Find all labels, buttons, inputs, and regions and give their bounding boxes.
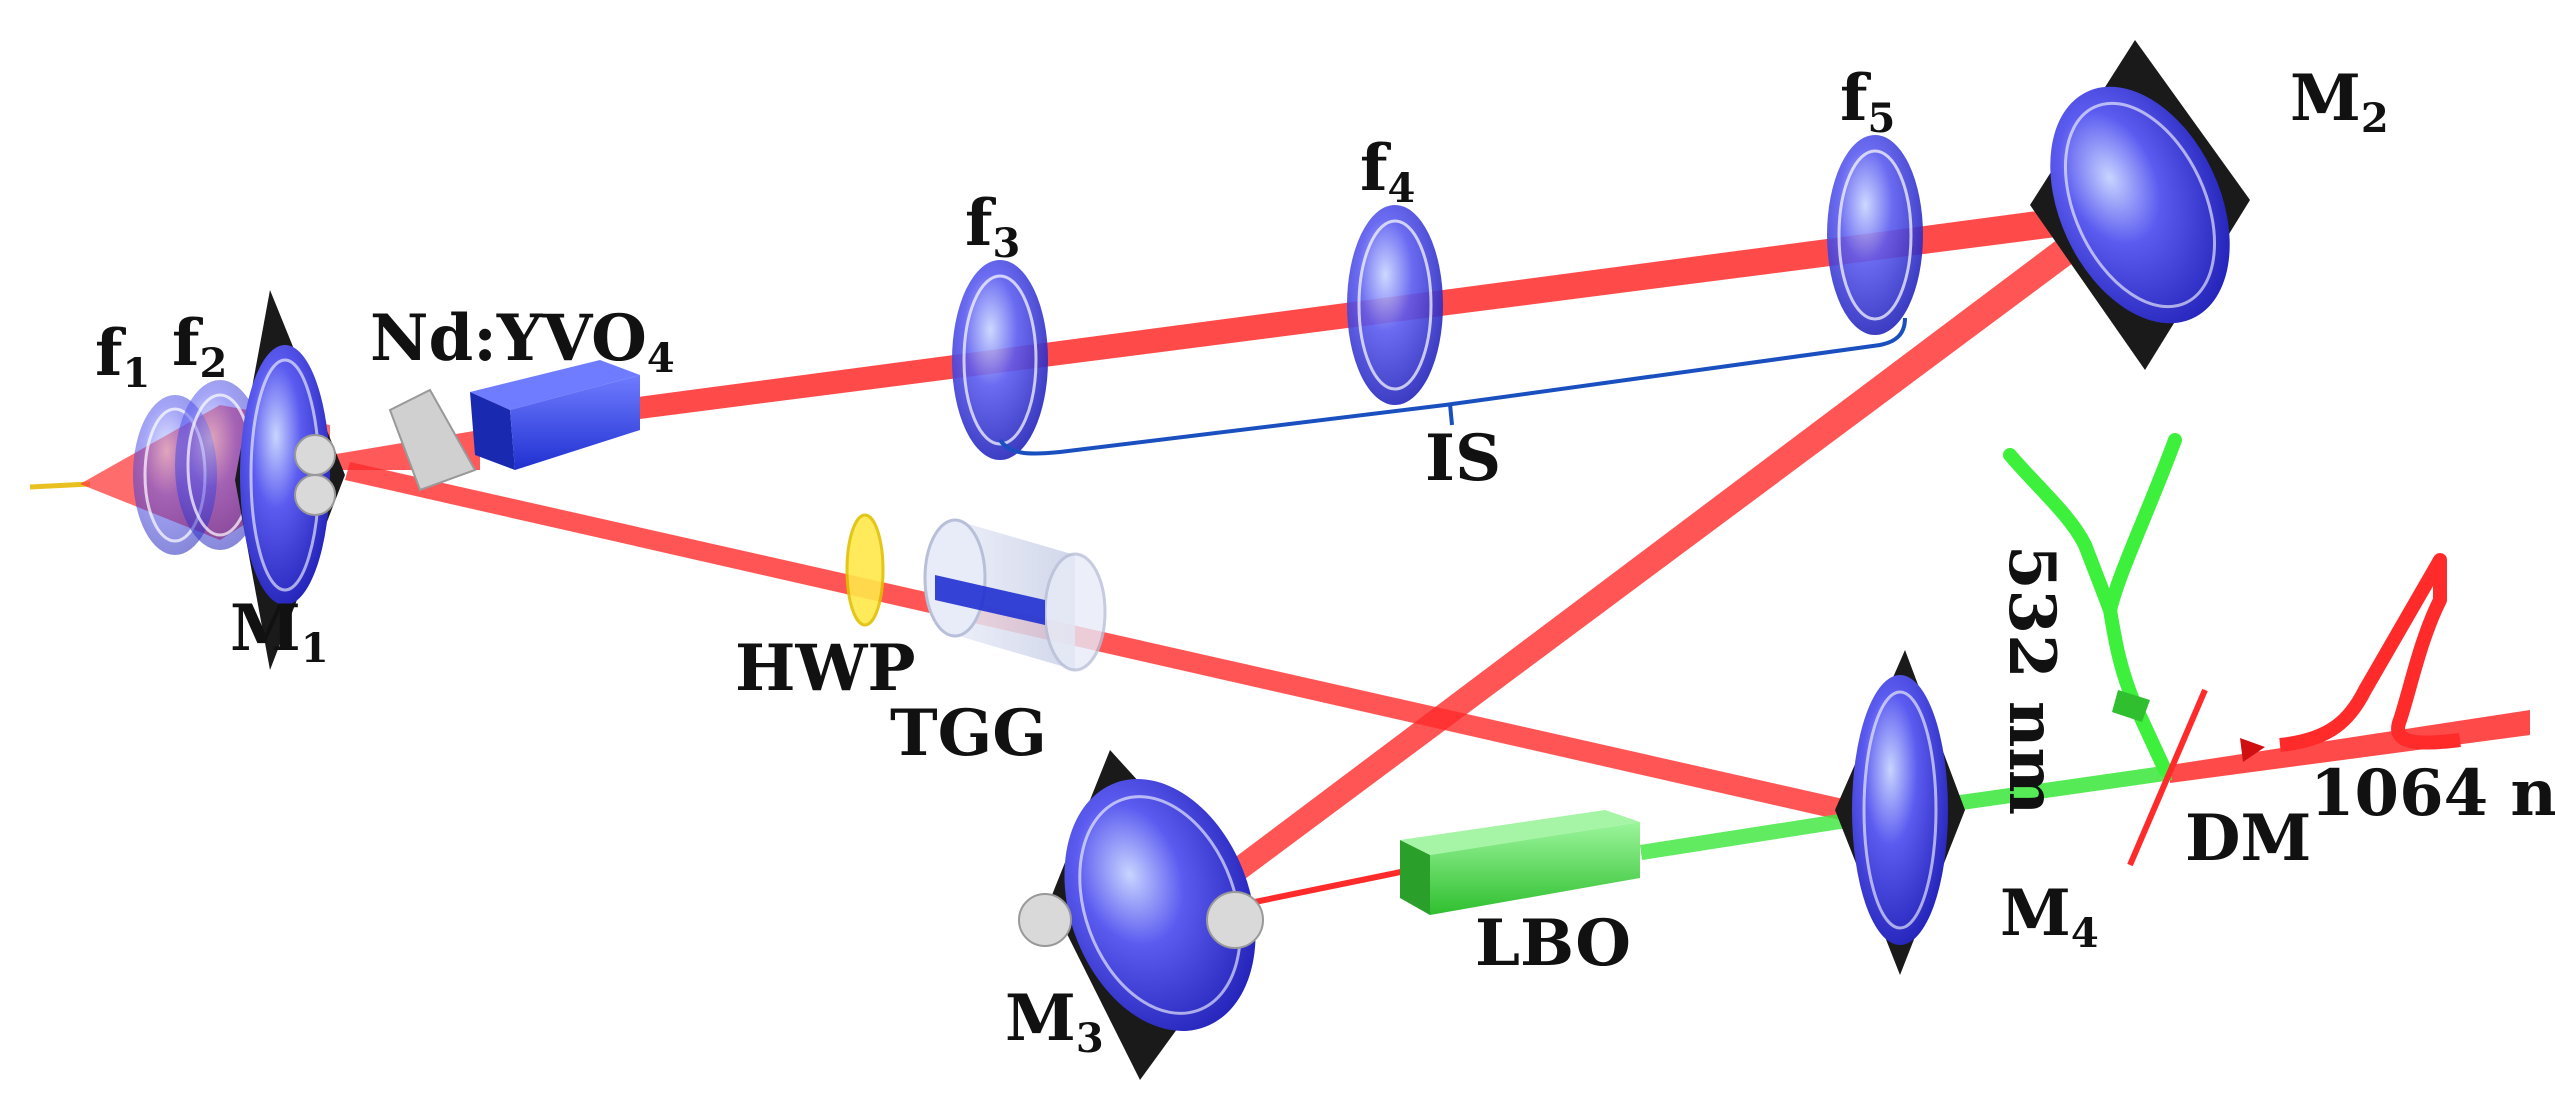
beam-arrow-532 [2112, 690, 2150, 722]
label-532nm: 532 nm [1994, 545, 2069, 815]
label-1064nm: 1064 nm [2310, 756, 2555, 831]
mirror-m2 [2030, 40, 2250, 370]
mirror-m3 [1018, 750, 1264, 1080]
wave-1064 [2279, 553, 2461, 752]
label-m2: M2 [2290, 61, 2389, 142]
label-f1: f1 [95, 316, 150, 397]
beam-arrow-1064 [2240, 738, 2265, 762]
label-tgg: TGG [890, 696, 1047, 771]
lens-f3 [952, 260, 1048, 460]
label-f2: f2 [172, 306, 227, 387]
wave-532 [2003, 433, 2182, 777]
label-lbo: LBO [1475, 906, 1631, 981]
dichroic-mirror [2127, 688, 2208, 867]
labels: f1 f2 Nd:YVO4 M1 f3 f4 f5 M2 IS HWP TGG … [95, 61, 2555, 1062]
label-m1: M1 [230, 591, 329, 672]
label-m3: M3 [1005, 981, 1104, 1062]
label-is: IS [1425, 421, 1501, 496]
is-bracket-tick [1448, 403, 1454, 426]
input-fiber [29, 481, 91, 490]
beam-m1-m4 [345, 462, 1870, 825]
beam-m4-dm-green [1960, 765, 2172, 810]
beam-m3-lbo [1239, 865, 1421, 908]
hwp-plate [845, 513, 885, 627]
lens-f4 [1347, 205, 1443, 405]
label-crystal: Nd:YVO4 [370, 301, 675, 382]
tgg-isolator [923, 518, 1107, 672]
label-m4: M4 [2000, 876, 2099, 957]
beam-m2-m3 [1185, 215, 2120, 905]
label-f3: f3 [965, 186, 1020, 267]
mirror-m1 [235, 290, 345, 670]
label-f4: f4 [1360, 131, 1415, 212]
beam-output-1064 [2170, 710, 2530, 783]
is-bracket [998, 317, 1907, 456]
crystal-lbo [1400, 810, 1640, 915]
lens-f5 [1827, 135, 1923, 335]
crystal-ndyvo4 [388, 360, 640, 492]
mirror-m4 [1835, 650, 1965, 975]
label-f5: f5 [1840, 61, 1895, 142]
label-hwp: HWP [735, 631, 915, 706]
label-dm: DM [2185, 801, 2311, 876]
